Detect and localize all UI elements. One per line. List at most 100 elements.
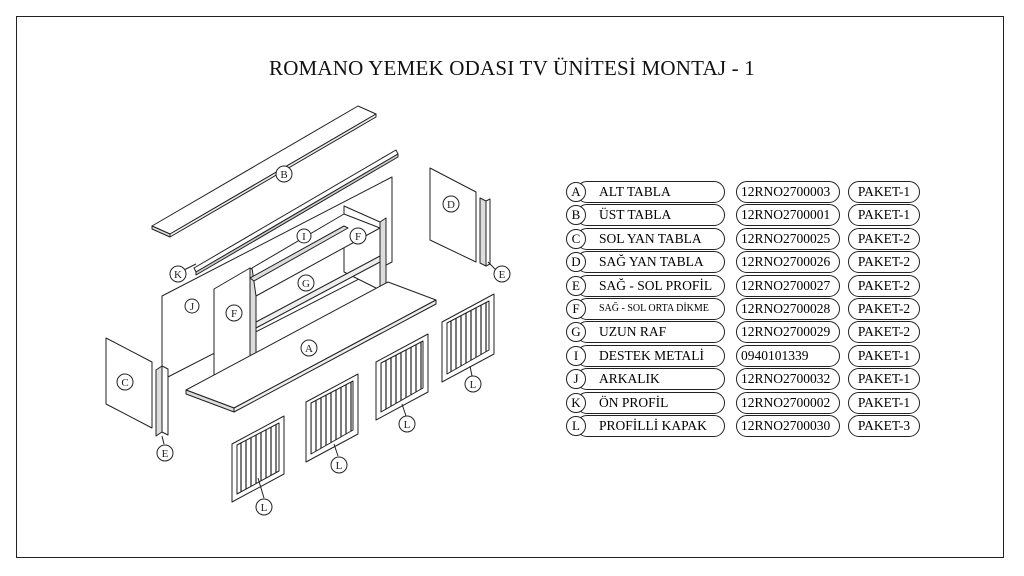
part-package: PAKET-1 (848, 181, 920, 203)
part-package: PAKET-2 (848, 227, 920, 250)
long-shelf-g (251, 213, 381, 329)
part-code: 12RNO2700003 (736, 181, 840, 203)
part-letter: L (566, 416, 586, 436)
part-name: ÜST TABLA (576, 204, 725, 227)
right-profile-e (479, 197, 491, 267)
part-letter: C (566, 228, 586, 249)
part-letter: E (566, 275, 586, 296)
svg-text:L: L (261, 502, 268, 514)
callout-e-right: E (493, 265, 511, 283)
part-letter: F (566, 299, 586, 319)
part-name: DESTEK METALİ (576, 344, 725, 367)
part-letter: I (566, 345, 586, 366)
svg-text:L: L (404, 419, 411, 431)
top-panel-b (151, 105, 377, 238)
part-letter: B (566, 205, 586, 226)
part-package: PAKET-2 (848, 251, 920, 274)
svg-text:E: E (499, 269, 506, 281)
left-profile-e (155, 365, 169, 437)
callout-a: A (300, 339, 318, 357)
svg-text:B: B (280, 169, 287, 181)
callout-c: C (116, 373, 134, 391)
svg-text:A: A (305, 343, 313, 355)
drawing-frame (16, 16, 1004, 558)
svg-text:F: F (231, 308, 237, 320)
profiled-door-l-1 (231, 415, 285, 503)
part-code: 12RNO2700028 (736, 298, 840, 320)
callout-f-left: F (225, 304, 243, 322)
part-name: ÖN PROFİL (576, 391, 725, 414)
callout-l-3: L (398, 415, 416, 433)
part-name: SAĞ YAN TABLA (576, 251, 725, 274)
part-code: 12RNO2700002 (736, 391, 840, 414)
callout-b: B (275, 165, 293, 183)
part-name: SAĞ - SOL PROFİL (576, 274, 725, 297)
part-letter: G (566, 322, 586, 343)
svg-text:D: D (447, 199, 455, 211)
part-code: 12RNO2700029 (736, 321, 840, 344)
svg-text:I: I (302, 231, 306, 243)
callout-j: J (184, 298, 200, 314)
part-name: ALT TABLA (576, 181, 725, 203)
part-code: 12RNO2700027 (736, 274, 840, 297)
part-package: PAKET-1 (848, 204, 920, 227)
part-letter: K (566, 392, 586, 413)
svg-text:L: L (470, 379, 477, 391)
part-package: PAKET-1 (848, 368, 920, 391)
part-letter: A (566, 182, 586, 202)
profiled-door-l-3 (375, 333, 429, 421)
svg-text:L: L (336, 460, 343, 472)
support-metal-i (249, 225, 349, 282)
part-package: PAKET-1 (848, 344, 920, 367)
svg-text:C: C (121, 377, 128, 389)
part-code: 12RNO2700026 (736, 251, 840, 274)
front-profile-k (193, 149, 399, 276)
part-package: PAKET-1 (848, 391, 920, 414)
svg-text:G: G (302, 278, 310, 290)
part-package: PAKET-2 (848, 321, 920, 344)
leader-lines (161, 261, 497, 499)
right-side-panel-d (429, 167, 477, 263)
part-name: ARKALIK (576, 368, 725, 391)
part-name: SAĞ - SOL ORTA DİKME (576, 298, 725, 320)
callout-l-2: L (330, 456, 348, 474)
part-name: UZUN RAF (576, 321, 725, 344)
profiled-door-l-4 (441, 293, 495, 383)
callout-l-4: L (464, 375, 482, 393)
svg-text:K: K (174, 269, 182, 281)
part-code: 12RNO2700030 (736, 415, 840, 437)
part-package: PAKET-2 (848, 298, 920, 320)
callout-g: G (297, 274, 315, 292)
callout-l-1: L (255, 498, 273, 516)
callout-d: D (442, 195, 460, 213)
callout-k: K (169, 265, 187, 283)
part-code: 0940101339 (736, 344, 840, 367)
part-code: 12RNO2700025 (736, 227, 840, 250)
callout-e-left: E (156, 444, 174, 462)
part-code: 12RNO2700032 (736, 368, 840, 391)
part-code: 12RNO2700001 (736, 204, 840, 227)
svg-text:J: J (190, 301, 195, 313)
page-title: ROMANO YEMEK ODASI TV ÜNİTESİ MONTAJ - 1 (268, 56, 755, 80)
middle-upright-f-left (213, 267, 257, 381)
profiled-door-l-2 (305, 373, 359, 463)
part-letter: J (566, 369, 586, 390)
part-package: PAKET-2 (848, 274, 920, 297)
svg-text:E: E (162, 448, 169, 460)
svg-text:F: F (355, 231, 361, 243)
part-package: PAKET-3 (848, 415, 920, 437)
part-letter: D (566, 252, 586, 273)
part-name: SOL YAN TABLA (576, 227, 725, 250)
